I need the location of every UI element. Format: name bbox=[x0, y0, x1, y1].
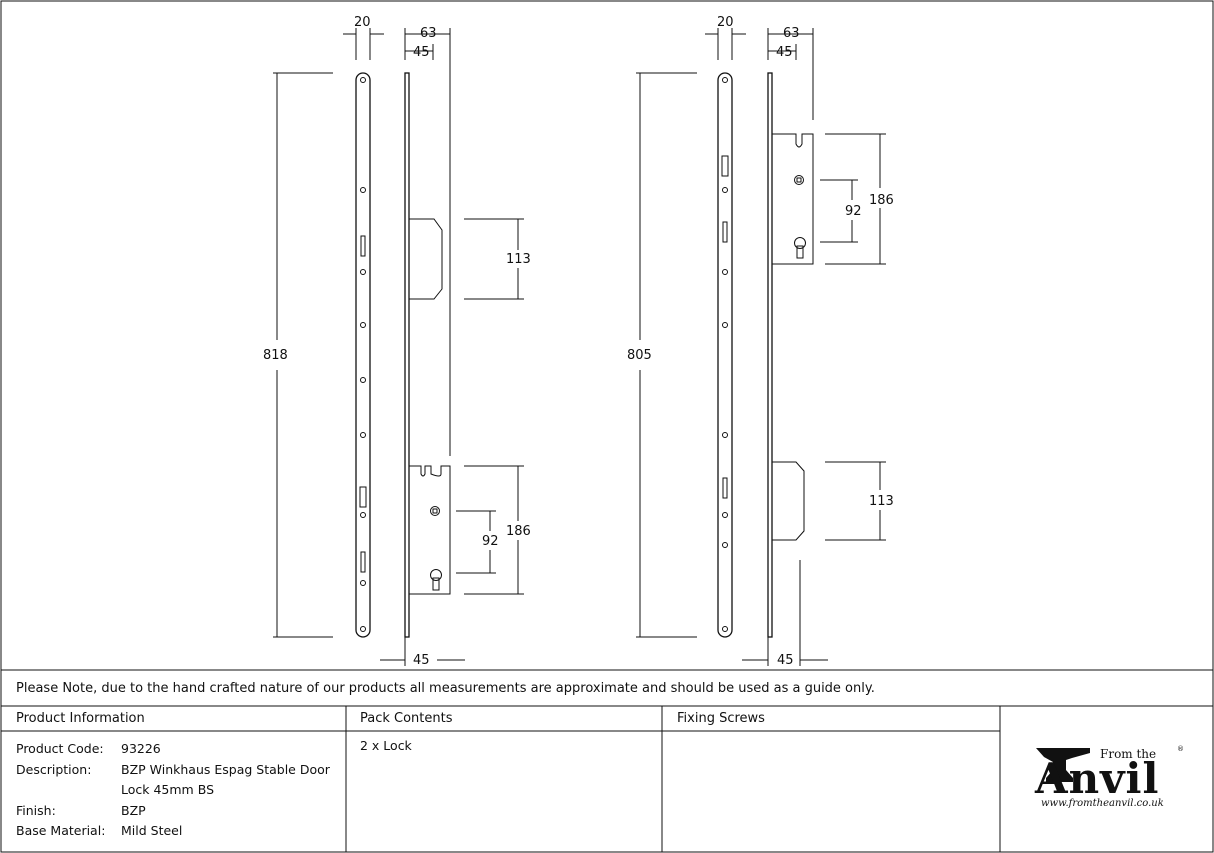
measurement-note: Please Note, due to the hand crafted nat… bbox=[16, 681, 875, 696]
finish-value: BZP bbox=[121, 802, 146, 818]
right-faceplate bbox=[717, 72, 733, 638]
left-dim-45-bottom: 45 bbox=[413, 653, 430, 668]
left-dim-92: 92 bbox=[482, 534, 499, 549]
anvil-logo: From the ® Anvil www.fromtheanvil.co.uk bbox=[1033, 744, 1184, 814]
left-dim-63: 63 bbox=[420, 26, 437, 41]
left-dim-45-top: 45 bbox=[413, 45, 430, 60]
finish-label: Finish: bbox=[16, 802, 56, 818]
desc-label: Description: bbox=[16, 761, 92, 777]
right-dim-45-top: 45 bbox=[776, 45, 793, 60]
product-info: Product Code: 93226 Description: BZP Winkh… bbox=[16, 739, 330, 842]
code-label: Product Code: bbox=[16, 741, 104, 756]
material-value: Mild Steel bbox=[121, 823, 183, 838]
header-fixing-screws: Fixing Screws bbox=[677, 711, 765, 726]
left-dim-113: 113 bbox=[506, 252, 531, 267]
header-product-info: Product Information bbox=[16, 711, 145, 726]
right-dim-92: 92 bbox=[845, 204, 862, 219]
pack-contents: 2 x Lock bbox=[360, 738, 412, 753]
right-lock-drawing: 20 63 45 805 186 92 113 45 bbox=[627, 15, 894, 668]
anvil-logo-shape bbox=[1036, 748, 1090, 782]
right-dim-45-bottom: 45 bbox=[777, 653, 794, 668]
product-code: 93226 bbox=[121, 741, 161, 756]
description-line2: Lock 45mm BS bbox=[121, 782, 214, 797]
right-dim-63: 63 bbox=[783, 26, 800, 41]
logo-url: www.fromtheanvil.co.uk bbox=[1041, 798, 1164, 809]
material-label: Base Material: bbox=[16, 823, 106, 838]
right-dim-186: 186 bbox=[869, 193, 894, 208]
right-dim-height: 805 bbox=[627, 348, 652, 363]
left-lock-drawing: 20 63 45 818 113 186 92 45 bbox=[263, 15, 531, 668]
logo-from: From the bbox=[1100, 747, 1157, 761]
left-dim-width: 20 bbox=[354, 15, 371, 30]
logo-name: Anvil bbox=[1035, 754, 1160, 803]
right-dim-113: 113 bbox=[869, 494, 894, 509]
right-dim-width: 20 bbox=[717, 15, 734, 30]
description-line1: BZP Winkhaus Espag Stable Door bbox=[121, 761, 330, 777]
logo-reg: ® bbox=[1177, 745, 1184, 753]
left-dim-186: 186 bbox=[506, 524, 531, 539]
header-pack-contents: Pack Contents bbox=[360, 711, 453, 726]
left-dim-height: 818 bbox=[263, 348, 288, 363]
